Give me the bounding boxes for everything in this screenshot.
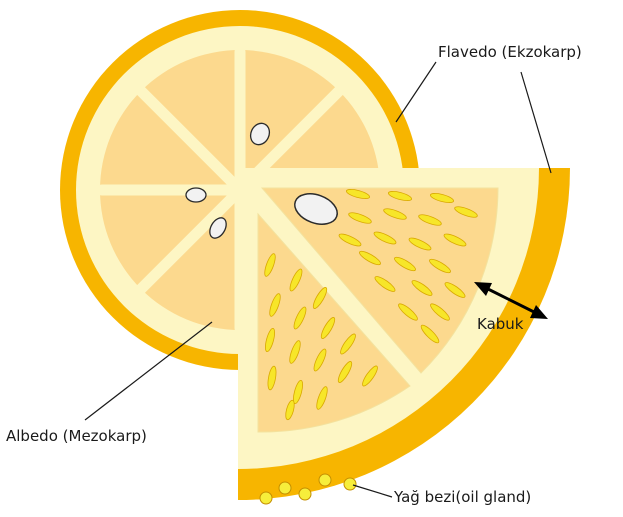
flavedo-leader-line [521,72,551,173]
oil-gland [344,478,356,490]
oil-gland [319,474,331,486]
oil-gland [299,488,311,500]
quarter-wedge [238,168,570,504]
albedo-label: Albedo (Mezokarp) [6,427,147,445]
flavedo-label: Flavedo (Ekzokarp) [438,43,582,61]
seed [186,188,206,202]
oil-gland [260,492,272,504]
oil-gland-leader-line [353,485,392,497]
kabuk-label: Kabuk [477,315,524,333]
oil-gland-label: Yağ bezi(oil gland) [393,488,531,506]
oil-gland [279,482,291,494]
flavedo-leader-line [396,62,436,122]
